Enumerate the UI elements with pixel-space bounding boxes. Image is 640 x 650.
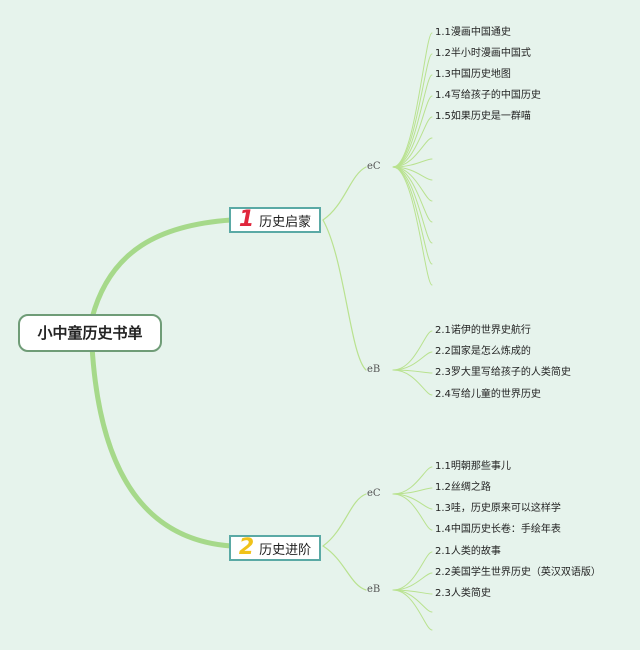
leaf-connector bbox=[392, 493, 433, 510]
leaf-connector bbox=[392, 330, 433, 371]
branch-connector bbox=[322, 219, 367, 371]
leaf-item: 1.4写给孩子的中国历史 bbox=[435, 90, 541, 101]
branch-label: 历史启蒙 bbox=[259, 214, 312, 230]
group-label: eC bbox=[367, 161, 381, 172]
leaf-item: 2.2国家是怎么炼成的 bbox=[435, 346, 531, 357]
leaf-item: 1.2半小时漫画中国式 bbox=[435, 48, 531, 59]
leaf-connector bbox=[392, 166, 433, 223]
leaf-connector bbox=[392, 32, 433, 168]
leaf-connector bbox=[392, 493, 433, 531]
leaf-connector bbox=[392, 551, 433, 591]
leaf-connector bbox=[392, 116, 433, 168]
leaf-connector bbox=[392, 369, 433, 396]
branch-connector bbox=[322, 493, 367, 547]
group-label: eC bbox=[367, 488, 381, 499]
group-label: eB bbox=[367, 364, 381, 375]
leaf-item: 2.1诺伊的世界史航行 bbox=[435, 325, 531, 336]
leaf-item: 2.4写给儿童的世界历史 bbox=[435, 389, 541, 400]
leaf-connector bbox=[392, 137, 433, 168]
leaf-item: 1.1明朝那些事儿 bbox=[435, 461, 511, 472]
leaf-connector bbox=[392, 466, 433, 495]
branch-connector bbox=[322, 166, 367, 221]
leaf-connector bbox=[392, 74, 433, 168]
number-badge: 2 bbox=[238, 535, 255, 560]
number-badge: 1 bbox=[238, 207, 255, 232]
leaf-item: 2.2美国学生世界历史（英汉双语版） bbox=[435, 567, 601, 578]
branch-node-1: 1 历史启蒙 bbox=[229, 207, 321, 233]
root-connector bbox=[89, 343, 234, 549]
root-connector bbox=[89, 217, 234, 321]
leaf-connector bbox=[392, 53, 433, 168]
branch-label: 历史进阶 bbox=[259, 542, 312, 558]
leaf-item: 2.3人类简史 bbox=[435, 588, 491, 599]
leaf-connector bbox=[392, 589, 433, 631]
root-node: 小中童历史书单 bbox=[18, 314, 162, 352]
leaf-connector bbox=[392, 351, 433, 371]
leaf-connector bbox=[392, 166, 433, 265]
branch-node-2: 2 历史进阶 bbox=[229, 535, 321, 561]
leaf-item: 1.4中国历史长卷：手绘年表 bbox=[435, 524, 561, 535]
leaf-item: 2.1人类的故事 bbox=[435, 546, 501, 557]
leaf-item: 2.3罗大里写给孩子的人类简史 bbox=[435, 367, 571, 378]
leaf-item: 1.2丝绸之路 bbox=[435, 482, 491, 493]
leaf-connector bbox=[392, 95, 433, 168]
leaf-item: 1.5如果历史是一群喵 bbox=[435, 111, 531, 122]
leaf-item: 1.1漫画中国通史 bbox=[435, 27, 511, 38]
leaf-item: 1.3哇，历史原来可以这样学 bbox=[435, 503, 561, 514]
branch-connector bbox=[322, 545, 367, 591]
leaf-item: 1.3中国历史地图 bbox=[435, 69, 511, 80]
group-label: eB bbox=[367, 584, 381, 595]
leaf-connector bbox=[392, 572, 433, 591]
leaf-connector bbox=[392, 166, 433, 286]
